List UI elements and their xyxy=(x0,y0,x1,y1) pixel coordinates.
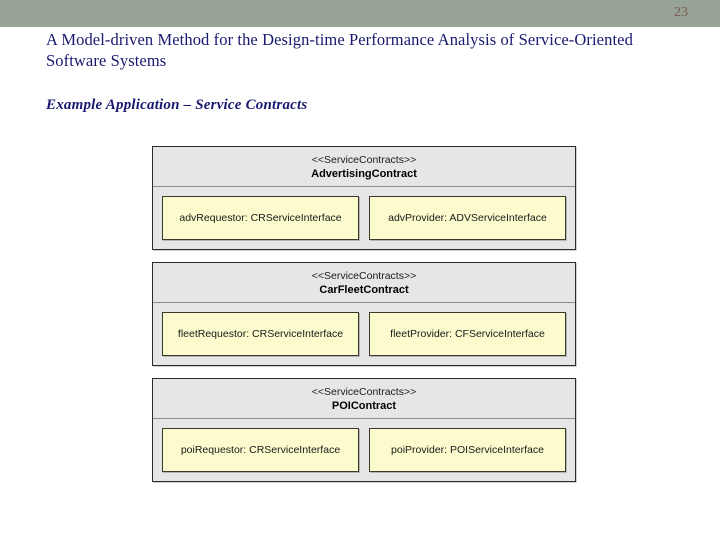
page-subtitle: Example Application – Service Contracts xyxy=(46,97,308,113)
port-label: advRequestor: CRServiceInterface xyxy=(179,212,342,224)
service-contracts-diagram: <<ServiceContracts>> AdvertisingContract… xyxy=(152,146,576,482)
port-provider: fleetProvider: CFServiceInterface xyxy=(369,312,566,356)
contract-name: CarFleetContract xyxy=(319,284,409,296)
contract-body: poiRequestor: CRServiceInterface poiProv… xyxy=(153,419,575,481)
contract-box-poi: <<ServiceContracts>> POIContract poiRequ… xyxy=(152,378,576,482)
contract-stereotype: <<ServiceContracts>> xyxy=(311,270,417,282)
port-requestor: poiRequestor: CRServiceInterface xyxy=(162,428,359,472)
contract-header: <<ServiceContracts>> AdvertisingContract xyxy=(153,147,575,187)
contract-header: <<ServiceContracts>> CarFleetContract xyxy=(153,263,575,303)
contract-name: POIContract xyxy=(331,400,397,412)
contract-box-carfleet: <<ServiceContracts>> CarFleetContract fl… xyxy=(152,262,576,366)
slide-number: 23 xyxy=(674,5,688,20)
slide-top-bar xyxy=(0,0,720,27)
port-label: poiRequestor: CRServiceInterface xyxy=(180,444,341,456)
port-label: poiProvider: POIServiceInterface xyxy=(391,444,544,456)
contract-header: <<ServiceContracts>> POIContract xyxy=(153,379,575,419)
contract-body: fleetRequestor: CRServiceInterface fleet… xyxy=(153,303,575,365)
port-label: fleetProvider: CFServiceInterface xyxy=(390,328,545,340)
contract-name: AdvertisingContract xyxy=(311,168,417,180)
port-requestor: fleetRequestor: CRServiceInterface xyxy=(162,312,359,356)
port-provider: poiProvider: POIServiceInterface xyxy=(369,428,566,472)
page-title: A Model-driven Method for the Design-tim… xyxy=(46,30,633,70)
port-requestor: advRequestor: CRServiceInterface xyxy=(162,196,359,240)
port-label: fleetRequestor: CRServiceInterface xyxy=(177,328,344,340)
contract-stereotype: <<ServiceContracts>> xyxy=(311,386,417,398)
contract-box-advertising: <<ServiceContracts>> AdvertisingContract… xyxy=(152,146,576,250)
port-provider: advProvider: ADVServiceInterface xyxy=(369,196,566,240)
port-label: advProvider: ADVServiceInterface xyxy=(388,212,547,224)
contract-body: advRequestor: CRServiceInterface advProv… xyxy=(153,187,575,249)
contract-stereotype: <<ServiceContracts>> xyxy=(311,154,417,166)
